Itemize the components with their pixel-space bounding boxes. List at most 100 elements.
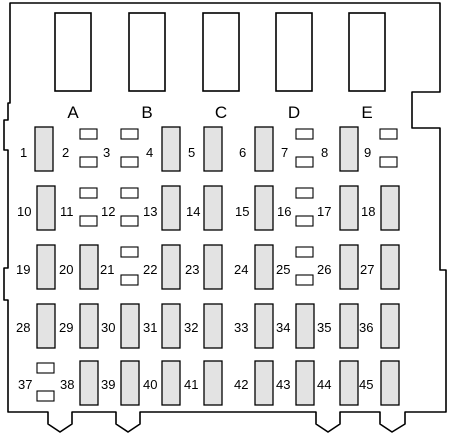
column-label-c: C [215, 103, 227, 122]
fuse-slot-31: 31 [143, 303, 181, 349]
fuse-slot-45: 45 [359, 360, 400, 406]
svg-text:22: 22 [143, 262, 157, 277]
svg-text:32: 32 [184, 320, 198, 335]
svg-text:31: 31 [143, 320, 157, 335]
fuse-slot-20: 20 [59, 244, 99, 290]
fuse-slot-44: 44 [317, 360, 359, 406]
fuse-slot-36: 36 [359, 303, 400, 349]
fuse-slot-16: 16 [277, 187, 314, 227]
fuse-slot-18: 18 [361, 185, 400, 231]
fuse-slot-25: 25 [276, 246, 314, 286]
svg-text:36: 36 [359, 320, 373, 335]
fuse-slot-28: 28 [16, 303, 56, 349]
svg-text:10: 10 [17, 204, 31, 219]
svg-text:14: 14 [186, 204, 200, 219]
svg-text:3: 3 [103, 145, 110, 160]
relay-socket-a [54, 12, 92, 92]
svg-text:44: 44 [317, 377, 331, 392]
svg-text:5: 5 [188, 145, 195, 160]
fuse-slot-42: 42 [234, 360, 274, 406]
svg-text:45: 45 [359, 377, 373, 392]
svg-text:33: 33 [234, 320, 248, 335]
svg-text:11: 11 [60, 204, 74, 219]
svg-text:43: 43 [276, 377, 290, 392]
svg-text:21: 21 [100, 262, 114, 277]
fuse-slot-4: 4 [146, 126, 181, 172]
fuse-slot-32: 32 [184, 303, 223, 349]
fuse-slot-30: 30 [101, 303, 140, 349]
relay-socket-d [275, 12, 313, 92]
fuse-slot-15: 15 [235, 185, 274, 231]
svg-text:35: 35 [317, 320, 331, 335]
svg-text:9: 9 [364, 145, 371, 160]
svg-text:2: 2 [62, 145, 69, 160]
svg-text:24: 24 [234, 262, 248, 277]
relay-socket-c [202, 12, 240, 92]
column-label-d: D [288, 103, 300, 122]
svg-text:23: 23 [185, 262, 199, 277]
fuse-slot-23: 23 [185, 244, 223, 290]
fuse-slot-34: 34 [276, 303, 315, 349]
svg-text:6: 6 [239, 145, 246, 160]
fuse-slot-41: 41 [184, 360, 223, 406]
svg-text:4: 4 [146, 145, 153, 160]
svg-text:37: 37 [18, 377, 32, 392]
relay-socket-b [128, 12, 166, 92]
svg-text:19: 19 [16, 262, 30, 277]
fuse-slot-17: 17 [317, 185, 359, 231]
svg-text:42: 42 [234, 377, 248, 392]
svg-text:15: 15 [235, 204, 249, 219]
fuse-slot-7: 7 [281, 128, 314, 168]
fuse-slot-10: 10 [17, 185, 56, 231]
fuse-slot-19: 19 [16, 244, 56, 290]
svg-text:17: 17 [317, 204, 331, 219]
fuse-slot-8: 8 [321, 126, 359, 172]
fuse-slot-3: 3 [103, 128, 139, 168]
column-label-b: B [141, 103, 152, 122]
fuse-slot-26: 26 [317, 244, 359, 290]
fuse-slot-38: 38 [60, 360, 99, 406]
svg-text:26: 26 [317, 262, 331, 277]
svg-text:40: 40 [143, 377, 157, 392]
fuse-slot-22: 22 [143, 244, 181, 290]
fuse-slot-39: 39 [101, 360, 140, 406]
svg-text:28: 28 [16, 320, 30, 335]
svg-text:34: 34 [276, 320, 290, 335]
svg-text:41: 41 [184, 377, 198, 392]
fuse-slot-35: 35 [317, 303, 359, 349]
fuse-slot-40: 40 [143, 360, 181, 406]
fuse-slot-6: 6 [239, 126, 274, 172]
fuse-slot-13: 13 [143, 185, 181, 231]
fuse-slot-33: 33 [234, 303, 274, 349]
svg-text:8: 8 [321, 145, 328, 160]
svg-text:27: 27 [360, 262, 374, 277]
fuse-slot-24: 24 [234, 244, 274, 290]
fuse-slot-5: 5 [188, 126, 223, 172]
fuse-slot-37: 37 [18, 362, 55, 402]
fuse-slot-27: 27 [360, 244, 400, 290]
fuse-slot-14: 14 [186, 185, 223, 231]
svg-text:39: 39 [101, 377, 115, 392]
fuse-slot-12: 12 [101, 187, 139, 227]
fuse-slot-43: 43 [276, 360, 315, 406]
column-label-a: A [67, 103, 79, 122]
svg-text:18: 18 [361, 204, 375, 219]
column-label-e: E [361, 103, 372, 122]
fuse-slot-21: 21 [100, 246, 139, 286]
svg-text:25: 25 [276, 262, 290, 277]
svg-text:13: 13 [143, 204, 157, 219]
fuse-slot-2: 2 [62, 128, 98, 168]
svg-text:20: 20 [59, 262, 73, 277]
svg-text:30: 30 [101, 320, 115, 335]
fuse-slot-9: 9 [364, 128, 398, 168]
svg-text:12: 12 [101, 204, 115, 219]
svg-text:7: 7 [281, 145, 288, 160]
svg-text:38: 38 [60, 377, 74, 392]
fuse-slot-29: 29 [59, 303, 99, 349]
svg-text:16: 16 [277, 204, 291, 219]
fuse-box-outline [3, 2, 447, 433]
svg-text:1: 1 [20, 145, 27, 160]
relay-socket-e [348, 12, 386, 92]
svg-text:29: 29 [59, 320, 73, 335]
